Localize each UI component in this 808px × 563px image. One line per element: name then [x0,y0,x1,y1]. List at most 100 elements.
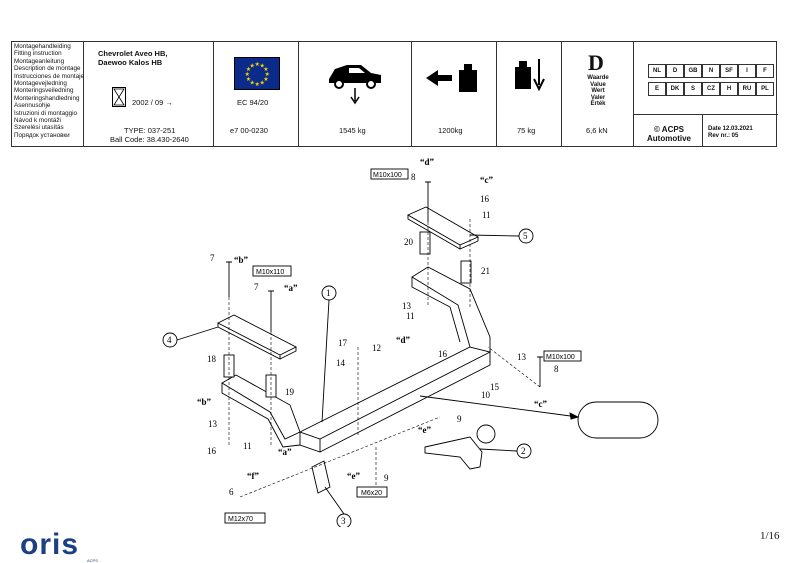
approval-number: e7 00-0230 [230,126,268,135]
part-number: 13 [402,301,412,311]
country-code: SF [720,64,738,78]
callout-3: 3 [341,516,346,526]
revision-date: Date 12.03.2021 [708,126,753,132]
quote-label: “e” [347,471,360,481]
max-mass-value: 1545 kg [339,126,366,135]
part-number: 19 [285,387,295,397]
part-number: 7 [210,253,215,263]
revision-number: Rev nr.: 05 [708,133,739,139]
bolt-label-m10x110: M10x110 [256,269,284,276]
star-icon: ★ [255,81,260,88]
socket-plate [311,460,331,494]
bolt-label-m10x100: M10x100 [373,172,402,179]
d-value-word: Wert [591,88,605,95]
divider [634,114,778,115]
quote-label: “d” [396,335,411,345]
vehicle-cell: Chevrolet Aveo HB, Daewoo Kalos HB 2002 … [84,42,214,146]
part-number: 7 [254,282,259,292]
right-arm [411,266,491,353]
star-icon: ★ [246,76,251,83]
language-label: Monteringshandledning [14,94,80,102]
part-number: 8 [554,364,559,374]
country-code: D [666,64,684,78]
language-label: Návod k montáži [14,117,61,125]
country-code: NL [648,64,666,78]
language-label: Instrucciones de montaje [14,72,85,80]
star-icon: ★ [245,71,250,78]
language-label: Montagevejledning [14,80,67,88]
quote-label: “f” [247,471,259,481]
country-code: H [720,82,738,96]
part-number: 14 [336,358,346,368]
star-icon: ★ [260,62,265,69]
left-arm [221,374,301,440]
part-number: 13 [208,419,218,429]
quote-label: “b” [234,255,249,265]
part-number: 16 [438,349,448,359]
bracket-plate-left [217,314,297,356]
divider [702,114,703,146]
oris-logo: oris [20,528,80,561]
star-icon: ★ [250,80,255,87]
d-value-word: Érték [590,101,606,108]
language-label: Asennusohje [14,102,51,110]
star-icon: ★ [246,66,251,73]
star-icon: ★ [265,71,270,78]
country-code: RU [738,82,756,96]
tow-ball [424,436,483,470]
vertical-load-icon [515,59,545,92]
vehicle-name: Chevrolet Aveo HB, Daewoo Kalos HB [98,49,168,67]
d-value-word: Value [590,81,606,88]
bolt-label-m6x20: M6x20 [361,490,382,497]
country-code: PL [756,82,774,96]
country-code: F [756,64,774,78]
callout-1: 1 [326,288,331,298]
language-label: Monteringsveiledning [14,87,74,95]
d-value: 6,6 kN [586,126,608,135]
part-number: 13 [517,352,527,362]
star-icon: ★ [263,66,268,73]
d-letter: D [588,50,604,75]
horizontal-load-icon [426,64,477,92]
part-number: 17 [338,338,348,348]
language-label: Montagehandleiding [14,43,71,50]
callout-5: 5 [523,231,528,241]
vertical-load-cell: 75 kg [497,42,562,146]
quote-label: “e” [418,425,431,435]
callout-2: 2 [521,446,526,456]
part-number: 11 [406,311,415,321]
part-number: 16 [480,194,490,204]
country-code: GB [684,64,702,78]
max-mass-cell: 1545 kg [299,42,412,146]
quote-label: “c” [480,175,493,185]
language-label: Порядок установки [14,131,70,139]
approval-standard: EC 94/20 [237,98,269,107]
language-label: Montageanleitung [14,57,65,65]
approval-cell: ★★★★★★★★★★★★ EC 94/20 e7 00-0230 [214,42,299,146]
country-code: E [648,82,666,96]
part-number: 8 [411,172,416,182]
country-code: S [684,82,702,96]
trailer-mass-cell: 1200kg [412,42,497,146]
type-label-sticker [577,401,659,439]
part-number: 9 [457,414,462,424]
part-number: 10 [481,390,491,400]
quote-label: “b” [197,397,212,407]
hourglass-icon [112,87,126,107]
quote-label: “a” [278,447,292,457]
part-number: 11 [482,210,491,220]
country-code: N [702,64,720,78]
country-code: I [738,64,756,78]
eu-flag-icon: ★★★★★★★★★★★★ [234,57,280,90]
d-value-word: Valer [590,94,606,101]
copyright: © ACPS Automotive [647,125,691,143]
production-period: 2002 / 09 → [132,98,173,107]
type-code: TYPE: 037-251 [124,126,176,135]
language-label: Szerelési utasítás [14,124,64,132]
part-number: 18 [207,354,217,364]
part-number: 11 [243,441,252,451]
